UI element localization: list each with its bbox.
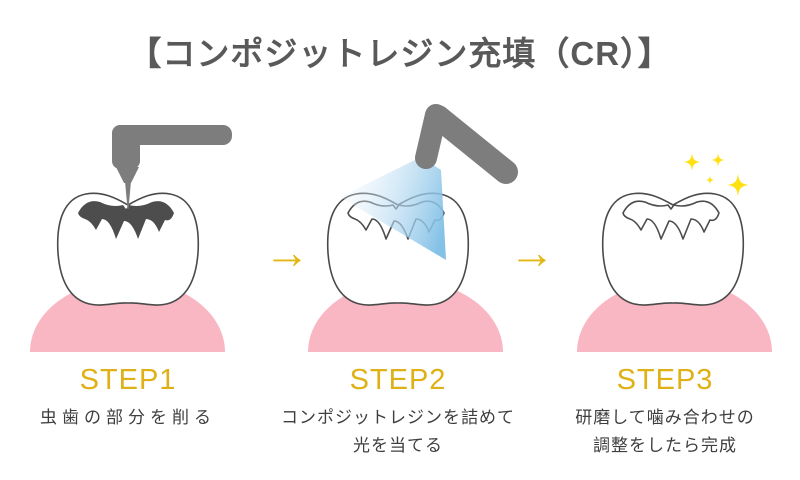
sparkles <box>683 153 750 197</box>
step2-illustration <box>308 104 518 352</box>
step3-caption: 研磨して噛み合わせの 調整をしたら完成 <box>535 404 795 460</box>
step1-label: STEP1 <box>79 364 177 396</box>
step2-label: STEP2 <box>349 364 447 396</box>
drill-icon <box>112 125 232 209</box>
arrow-right-icon: → <box>509 226 555 278</box>
page-title: 【コンポジットレジン充填（CR）】 <box>128 35 672 72</box>
caption-line: コンポジットレジンを詰めて <box>281 408 515 427</box>
step1-illustration <box>30 125 232 352</box>
sparkle-icon <box>683 153 701 171</box>
step1-caption: 虫歯の部分を削る <box>0 404 258 432</box>
step3-illustration <box>577 153 772 352</box>
caption-line: 光を当てる <box>353 436 443 455</box>
step2-caption: コンポジットレジンを詰めて 光を当てる <box>268 404 528 460</box>
sparkle-icon <box>726 173 750 197</box>
arrow-right-icon: → <box>264 226 310 278</box>
light-beam-icon <box>340 157 446 260</box>
step3-label: STEP3 <box>616 364 714 396</box>
caption-line: 虫歯の部分を削る <box>40 408 216 427</box>
curing-light-icon <box>415 104 518 184</box>
caption-line: 調整をしたら完成 <box>593 436 737 455</box>
sparkle-icon <box>705 175 715 185</box>
tooth-icon <box>601 192 745 306</box>
caption-line: 研磨して噛み合わせの <box>575 408 755 427</box>
sparkle-icon <box>711 153 725 167</box>
